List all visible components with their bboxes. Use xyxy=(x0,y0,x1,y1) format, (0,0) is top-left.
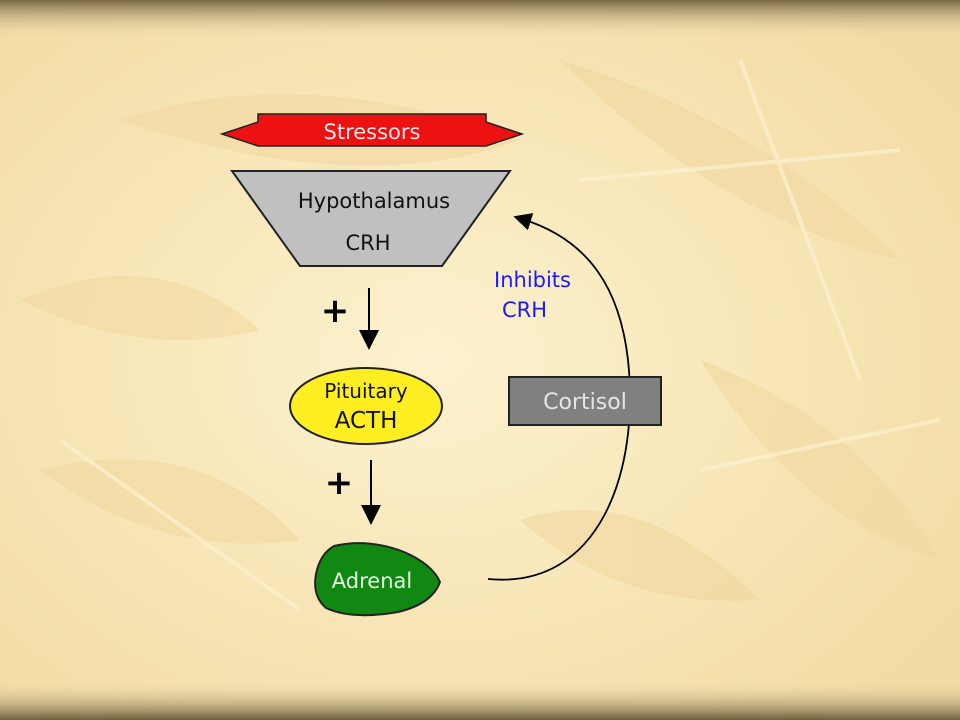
hypothalamus-node: Hypothalamus CRH xyxy=(230,170,512,267)
stressors-shape xyxy=(219,113,525,147)
stressors-label: Stressors xyxy=(324,120,421,144)
inhibits-note: Inhibits CRH xyxy=(494,268,571,322)
pituitary-shape xyxy=(289,367,443,445)
pituitary-node: Pituitary ACTH xyxy=(289,367,443,445)
cortisol-node: Cortisol xyxy=(508,376,662,426)
adrenal-label: Adrenal xyxy=(332,569,412,593)
pituitary-label: Pituitary xyxy=(324,379,408,403)
stimulation-arrow-1: + xyxy=(321,288,379,350)
inhibits-label: Inhibits xyxy=(494,268,571,292)
stimulation-arrow-2: + xyxy=(325,460,381,525)
pituitary-hormone: ACTH xyxy=(335,408,398,434)
inhibits-hormone: CRH xyxy=(502,298,547,322)
plus-sign-2: + xyxy=(325,463,354,503)
hypothalamus-hormone: CRH xyxy=(345,231,390,255)
plus-sign-1: + xyxy=(321,291,350,331)
stressors-banner: Stressors xyxy=(219,113,525,147)
cortisol-label: Cortisol xyxy=(543,390,627,415)
cortisol-shape xyxy=(508,376,662,426)
hypothalamus-label: Hypothalamus xyxy=(298,189,450,213)
hypothalamus-shape xyxy=(230,170,512,267)
adrenal-shape xyxy=(314,542,442,617)
adrenal-node: Adrenal xyxy=(314,542,442,617)
